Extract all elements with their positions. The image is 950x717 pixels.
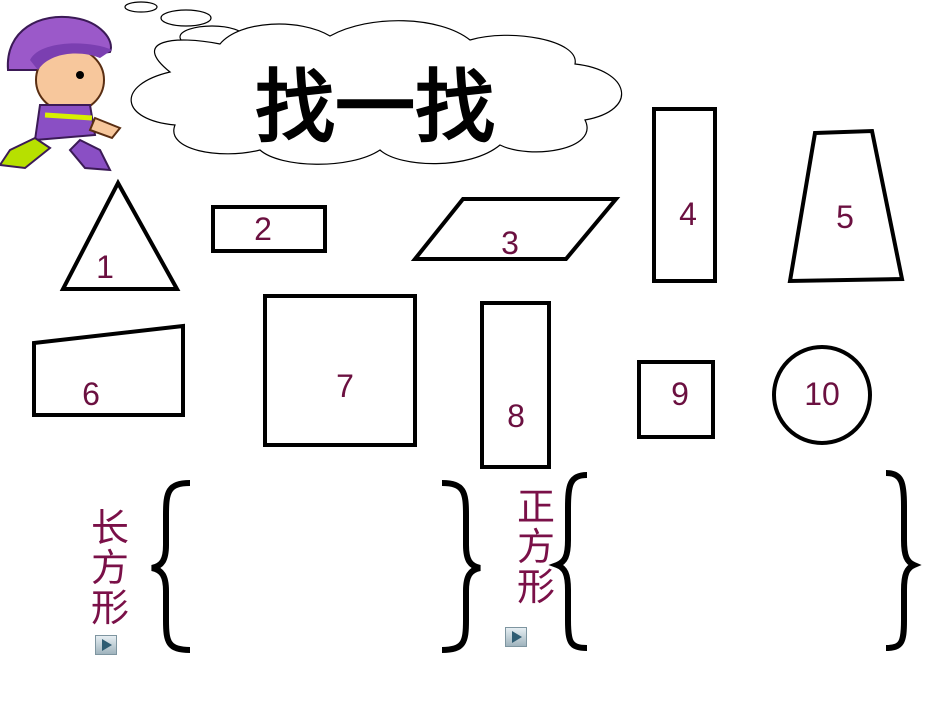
label-char: 正 [516, 485, 555, 529]
shape-trapezoid [787, 128, 905, 284]
left-brace-rectangle [151, 480, 191, 653]
shape-number-9: 9 [671, 376, 689, 412]
shape-circle [772, 345, 872, 445]
shape-number-10: 10 [804, 376, 840, 412]
cartoon-boy-icon [0, 15, 122, 172]
thought-cloud-icon [124, 1, 623, 165]
shape-large-square [263, 294, 417, 447]
shape-number-6: 6 [82, 376, 100, 412]
shape-parallelogram [410, 197, 621, 261]
label-square-group: 正 方 形 [514, 487, 558, 607]
right-brace-rectangle [441, 480, 481, 653]
shape-tall-rectangle [652, 107, 717, 283]
shape-small-square [637, 360, 715, 439]
play-button-icon[interactable] [505, 627, 527, 647]
label-char: 方 [516, 525, 555, 569]
shape-number-4: 4 [679, 196, 697, 232]
shape-number-8: 8 [507, 398, 525, 434]
label-char: 形 [90, 586, 129, 630]
label-char: 形 [516, 565, 555, 609]
play-button-icon[interactable] [95, 635, 117, 655]
page-title: 找一找 [255, 61, 495, 154]
shape-right-trapezoid [32, 323, 185, 417]
shape-small-rectangle [211, 205, 327, 253]
shape-number-7: 7 [336, 368, 354, 404]
label-char: 长 [90, 506, 129, 550]
shape-number-5: 5 [836, 199, 854, 235]
shape-number-3: 3 [501, 225, 519, 261]
left-brace-square [548, 472, 588, 651]
shape-number-2: 2 [254, 211, 272, 247]
shape-triangle [59, 178, 181, 291]
right-brace-square [885, 470, 922, 651]
shape-narrow-rectangle [480, 301, 551, 469]
shape-number-1: 1 [96, 249, 114, 285]
label-char: 方 [90, 546, 129, 590]
label-rectangle-group: 长 方 形 [88, 508, 132, 628]
